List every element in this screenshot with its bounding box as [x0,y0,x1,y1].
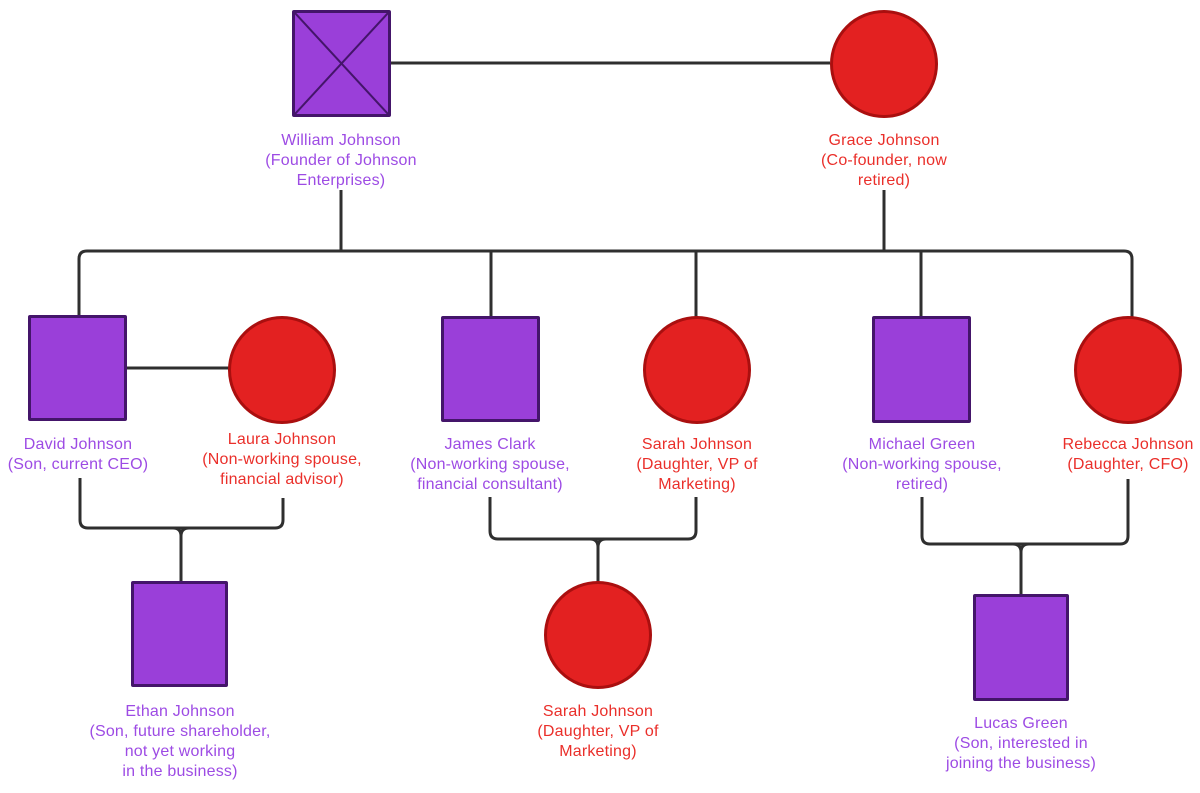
label-grace-johnson: Grace Johnson (Co-founder, now retired) [764,131,1004,191]
label-line: Lucas Green [974,715,1068,732]
label-line: William Johnson [281,132,401,149]
label-line: Michael Green [868,436,976,453]
label-david-johnson: David Johnson (Son, current CEO) [0,435,198,475]
label-line: Sarah Johnson [542,703,654,720]
label-line: (Son, current CEO) [7,456,149,473]
label-line: Marketing) [658,476,736,493]
label-lucas-green: Lucas Green (Son, interested in joining … [901,714,1141,774]
label-line: not yet working [124,743,236,760]
label-line: financial consultant) [417,476,563,493]
label-william-johnson: William Johnson (Founder of Johnson Ente… [221,131,461,191]
node-sarah-johnson-circle [643,316,751,424]
node-rebecca-johnson-circle [1074,316,1182,424]
drop-line-sarah-child [589,537,607,582]
label-line: Grace Johnson [828,132,940,149]
node-michael-green-square [872,316,971,423]
label-rebecca-johnson: Rebecca Johnson (Daughter, CFO) [1008,435,1200,475]
label-line: (Daughter, VP of [636,456,758,473]
label-line: Marketing) [559,743,637,760]
label-line: (Co-founder, now [821,152,947,169]
label-line: joining the business) [945,755,1097,772]
node-james-clark-square [441,316,540,422]
label-line: (Non-working spouse, [410,456,570,473]
node-william-johnson-square-deceased [292,10,391,117]
label-line: James Clark [444,436,536,453]
node-sarah-johnson-child-circle [544,581,652,689]
label-michael-green: Michael Green (Non-working spouse, retir… [802,435,1042,495]
label-line: (Son, future shareholder, [89,723,271,740]
drop-line-ethan [172,526,190,581]
label-line: Rebecca Johnson [1062,436,1194,453]
drop-line-lucas [1012,542,1030,595]
label-line: (Daughter, CFO) [1067,456,1189,473]
label-line: (Non-working spouse, [842,456,1002,473]
sibling-bar-generation2 [77,249,1134,317]
label-sarah-johnson-child: Sarah Johnson (Daughter, VP of Marketing… [478,702,718,762]
family-bar-james-sarah [488,497,698,541]
node-lucas-green-square [973,594,1069,701]
label-line: in the business) [122,763,238,780]
node-ethan-johnson-square [131,581,228,687]
deceased-cross-icon [295,13,388,114]
label-line: (Non-working spouse, [202,451,362,468]
family-bar-david-laura [78,478,285,530]
label-line: retired) [895,476,949,493]
label-sarah-johnson: Sarah Johnson (Daughter, VP of Marketing… [577,435,817,495]
node-david-johnson-square [28,315,127,421]
label-line: (Daughter, VP of [537,723,659,740]
label-james-clark: James Clark (Non-working spouse, financi… [370,435,610,495]
label-line: (Founder of Johnson [265,152,417,169]
label-line: Ethan Johnson [125,703,235,720]
label-line: Laura Johnson [227,431,337,448]
label-line: (Son, interested in [954,735,1088,752]
node-grace-johnson-circle [830,10,938,118]
label-ethan-johnson: Ethan Johnson (Son, future shareholder, … [60,702,300,782]
label-line: David Johnson [23,436,133,453]
node-laura-johnson-circle [228,316,336,424]
label-laura-johnson: Laura Johnson (Non-working spouse, finan… [162,430,402,490]
label-line: retired) [857,172,911,189]
label-line: Enterprises) [296,172,386,189]
label-line: financial advisor) [220,471,344,488]
label-line: Sarah Johnson [641,436,753,453]
